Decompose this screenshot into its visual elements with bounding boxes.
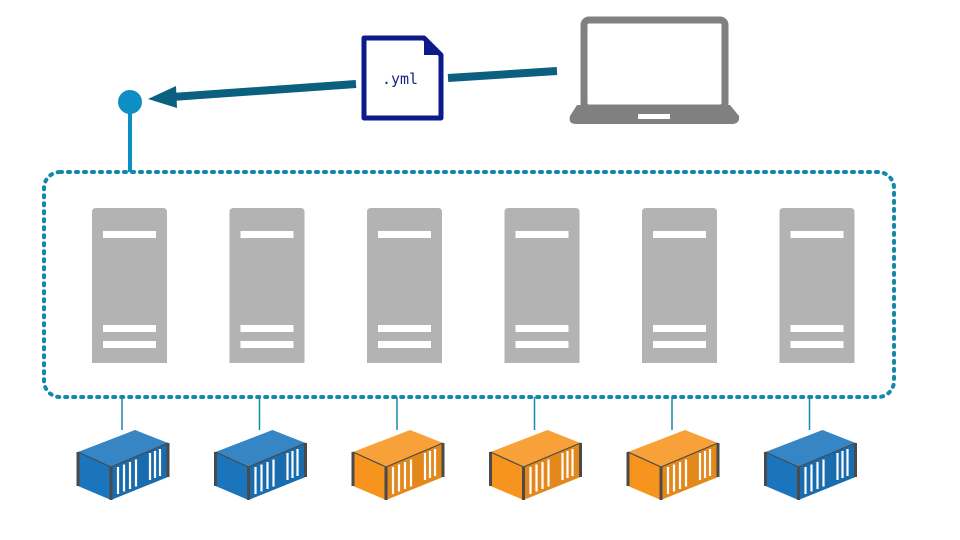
server-body: [367, 208, 442, 363]
container-side: [215, 452, 249, 500]
container-side: [490, 452, 524, 500]
server-slot: [790, 231, 844, 238]
server-container-links: [121, 397, 811, 430]
container-edge: [352, 442, 444, 468]
server-slot: [378, 231, 431, 238]
server-body: [779, 208, 855, 363]
container-top-highlight: [215, 430, 306, 467]
container-side: [765, 452, 799, 500]
server-slot: [240, 325, 294, 332]
server-body: [229, 208, 305, 363]
api-endpoint: [118, 90, 142, 172]
cluster-boundary: [42, 170, 896, 399]
server-slot: [515, 325, 569, 332]
server-slot: [515, 341, 569, 348]
container-end: [111, 443, 168, 500]
container-edge: [490, 442, 581, 468]
container-side: [628, 452, 661, 500]
container-icon: [764, 430, 857, 500]
container-top: [353, 430, 443, 467]
server-slot: [103, 341, 156, 348]
container-side: [353, 452, 386, 500]
server-slot: [653, 341, 706, 348]
server-icon: [367, 208, 442, 363]
server-slot: [103, 231, 156, 238]
deploy-arrow: [148, 67, 558, 108]
container-end: [523, 443, 581, 500]
server-body: [642, 208, 717, 363]
server-slot: [240, 341, 294, 348]
server-slot: [653, 325, 706, 332]
container-top: [215, 430, 306, 467]
container-side: [78, 452, 111, 500]
server-body: [504, 208, 580, 363]
container-top-highlight: [490, 430, 581, 467]
container-icon: [626, 430, 720, 500]
server-body: [92, 208, 167, 363]
container-icon: [76, 430, 170, 500]
container-end: [386, 443, 443, 500]
server-slot: [378, 341, 431, 348]
server-group: [92, 208, 855, 363]
container-edge: [215, 442, 306, 468]
server-icon: [779, 208, 855, 363]
container-top-highlight: [765, 430, 856, 467]
container-top: [628, 430, 718, 467]
container-edge: [77, 442, 169, 468]
server-slot: [515, 231, 569, 238]
server-slot: [378, 325, 431, 332]
server-icon: [504, 208, 580, 363]
container-icon: [489, 430, 582, 500]
container-top-highlight: [353, 430, 443, 467]
container-top: [78, 430, 168, 467]
server-icon: [229, 208, 305, 363]
container-end: [248, 443, 306, 500]
yaml-file: .yml: [361, 35, 444, 121]
container-top-highlight: [628, 430, 718, 467]
container-group: [76, 430, 857, 500]
laptop-trackpad: [638, 114, 670, 119]
server-slot: [240, 231, 294, 238]
yaml-file-icon: [361, 35, 444, 121]
server-slot: [653, 231, 706, 238]
container-top: [490, 430, 581, 467]
laptop: [569, 16, 740, 124]
container-end: [661, 443, 718, 500]
file-label: .yml: [382, 70, 418, 88]
container-end: [798, 443, 856, 500]
server-slot: [103, 325, 156, 332]
container-edge: [765, 442, 856, 468]
laptop-icon: [580, 16, 729, 112]
container-edge: [627, 442, 719, 468]
container-icon: [351, 430, 445, 500]
api-endpoint-icon: [118, 90, 142, 114]
file-fold-icon: [424, 38, 441, 55]
container-top-highlight: [78, 430, 168, 467]
container-icon: [214, 430, 307, 500]
server-slot: [790, 325, 844, 332]
server-icon: [642, 208, 717, 363]
server-icon: [92, 208, 167, 363]
container-top: [765, 430, 856, 467]
server-slot: [790, 341, 844, 348]
